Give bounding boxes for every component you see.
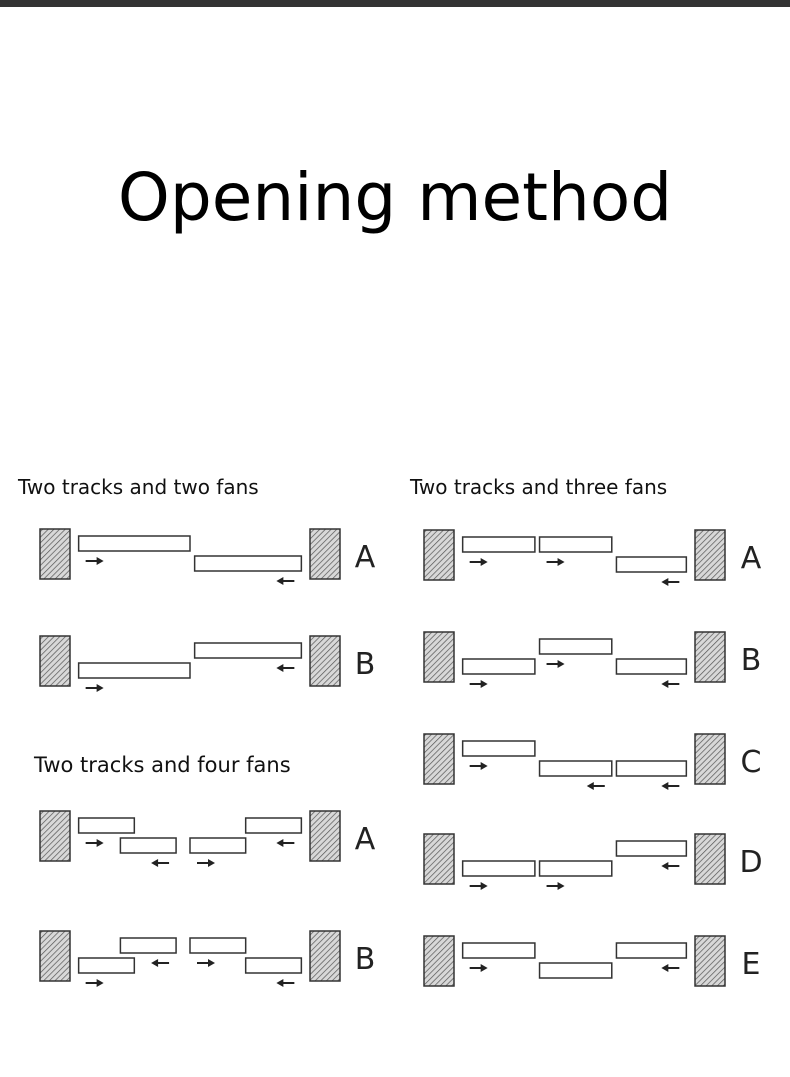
two_tracks_three_fans-a-arrow-1-head (480, 558, 488, 566)
two_tracks_two_fans-a-right-wall (309, 528, 341, 580)
two_tracks_three_fans-c-right-wall (694, 733, 726, 785)
two_tracks_two_fans-a-left-wall (39, 528, 71, 580)
two_tracks_two_fans-b-arrow-1-head (276, 664, 284, 672)
two_tracks_two_fans-a-letter: A (355, 540, 376, 575)
two_tracks_two_fans-b-left-wall (39, 635, 71, 687)
two_tracks_two_fans-b-panel-2 (77, 662, 191, 679)
two_tracks_three_fans-b-left-wall (423, 631, 455, 683)
two_tracks_four_fans-b-panel-3 (189, 937, 247, 954)
two_tracks_four_fans-b-right-wall (309, 930, 341, 982)
two_tracks_four_fans-b-letter: B (355, 942, 376, 977)
two_tracks_four_fans-b-panel-4 (244, 957, 303, 974)
two_tracks_three_fans-a-left-wall (423, 529, 455, 581)
two_tracks_three_fans-c-panel-1 (461, 740, 536, 757)
two_tracks_four_fans-b-arrow-4-head (276, 979, 284, 987)
two_tracks_three_fans-d-arrow-3-head (661, 862, 669, 870)
two_tracks_three_fans-e-left-wall (423, 935, 455, 987)
two_tracks_three_fans-a-letter: A (741, 541, 762, 576)
two_tracks_two_fans-b-panel-1 (193, 642, 303, 659)
two_tracks_three_fans-b-arrow-2-head (557, 660, 565, 668)
two_tracks_three_fans-c-arrow-2-head (586, 782, 594, 790)
two_tracks_three_fans-b-panel-1 (461, 658, 536, 675)
two_tracks_four_fans-b-arrow-3-head (208, 959, 215, 967)
two_tracks_three_fans-a-panel-1 (461, 536, 536, 553)
two_tracks_four_fans-a-arrow-3-head (208, 859, 215, 867)
two_tracks_four_fans-b-panel-1 (77, 957, 136, 974)
two_tracks_four_fans-a-left-wall (39, 810, 71, 862)
two_tracks_three_fans-d-arrow-1-head (480, 882, 488, 890)
two_tracks_three_fans-d-letter: D (739, 845, 762, 880)
two_tracks_four_fans-a-panel-4 (244, 817, 303, 834)
two_tracks_three_fans-b-panel-2 (538, 638, 613, 655)
top-bar (0, 0, 790, 7)
two_tracks_three_fans-e-arrow-1-head (480, 964, 488, 972)
two_tracks_three_fans-e-panel-1 (461, 942, 536, 959)
two_tracks_three_fans-c-letter: C (741, 745, 762, 780)
two_tracks_three_fans-a-panel-2 (538, 536, 613, 553)
two_tracks_three_fans-c-panel-2 (538, 760, 613, 777)
two_tracks_two_fans-b-letter: B (355, 647, 376, 682)
two_tracks_three_fans-e-panel-2 (538, 962, 613, 979)
two_tracks_four_fans-b-panel-2 (119, 937, 177, 954)
two_tracks_two_fans-b-right-wall (309, 635, 341, 687)
two_tracks_four_fans-a-panel-3 (189, 837, 247, 854)
two_tracks_three_fans-b-letter: B (741, 643, 762, 678)
two_tracks_four_fans-a-panel-2 (119, 837, 177, 854)
two_tracks_three_fans-d-panel-2 (538, 860, 613, 877)
two_tracks_three_fans-b-arrow-1-head (480, 680, 488, 688)
two_tracks_three_fans-a-arrow-2-head (557, 558, 565, 566)
two_tracks_two_fans-b-arrow-2-head (96, 684, 104, 692)
two_tracks_four_fans-b-arrow-1-head (96, 979, 104, 987)
label-two-tracks-two-fans: Two tracks and two fans (18, 475, 259, 499)
two_tracks_three_fans-b-panel-3 (615, 658, 688, 675)
two_tracks_three_fans-b-arrow-3-head (661, 680, 669, 688)
two_tracks_three_fans-a-arrow-3-head (661, 578, 669, 586)
label-two-tracks-three-fans: Two tracks and three fans (410, 475, 668, 499)
two_tracks_three_fans-a-right-wall (694, 529, 726, 581)
two_tracks_three_fans-a-panel-3 (615, 556, 688, 573)
two_tracks_three_fans-d-right-wall (694, 833, 726, 885)
two_tracks_three_fans-c-panel-3 (615, 760, 688, 777)
two_tracks_two_fans-a-arrow-2-head (276, 577, 284, 585)
two_tracks_four_fans-b-left-wall (39, 930, 71, 982)
two_tracks_four_fans-a-letter: A (355, 822, 376, 857)
two_tracks_three_fans-c-arrow-3-head (661, 782, 669, 790)
two_tracks_four_fans-a-arrow-4-head (276, 839, 284, 847)
two_tracks_four_fans-a-right-wall (309, 810, 341, 862)
two_tracks_three_fans-d-left-wall (423, 833, 455, 885)
two_tracks_three_fans-c-arrow-1-head (480, 762, 488, 770)
two_tracks_four_fans-a-arrow-1-head (96, 839, 104, 847)
two_tracks_three_fans-e-letter: E (742, 947, 761, 982)
page-title: Opening method (117, 159, 673, 236)
label-two-tracks-four-fans: Two tracks and four fans (34, 753, 291, 777)
two_tracks_three_fans-e-right-wall (694, 935, 726, 987)
two_tracks_four_fans-a-arrow-2-head (151, 859, 159, 867)
two_tracks_three_fans-b-right-wall (694, 631, 726, 683)
two_tracks_three_fans-e-arrow-3-head (661, 964, 669, 972)
two_tracks_four_fans-a-panel-1 (77, 817, 136, 834)
two_tracks_two_fans-a-panel-1 (77, 535, 191, 552)
two_tracks_four_fans-b-arrow-2-head (151, 959, 159, 967)
two_tracks_two_fans-a-panel-2 (193, 555, 303, 572)
two_tracks_two_fans-a-arrow-1-head (96, 557, 104, 565)
two_tracks_three_fans-d-panel-3 (615, 840, 688, 857)
two_tracks_three_fans-d-panel-1 (461, 860, 536, 877)
two_tracks_three_fans-e-panel-3 (615, 942, 688, 959)
two_tracks_three_fans-d-arrow-2-head (557, 882, 565, 890)
two_tracks_three_fans-c-left-wall (423, 733, 455, 785)
